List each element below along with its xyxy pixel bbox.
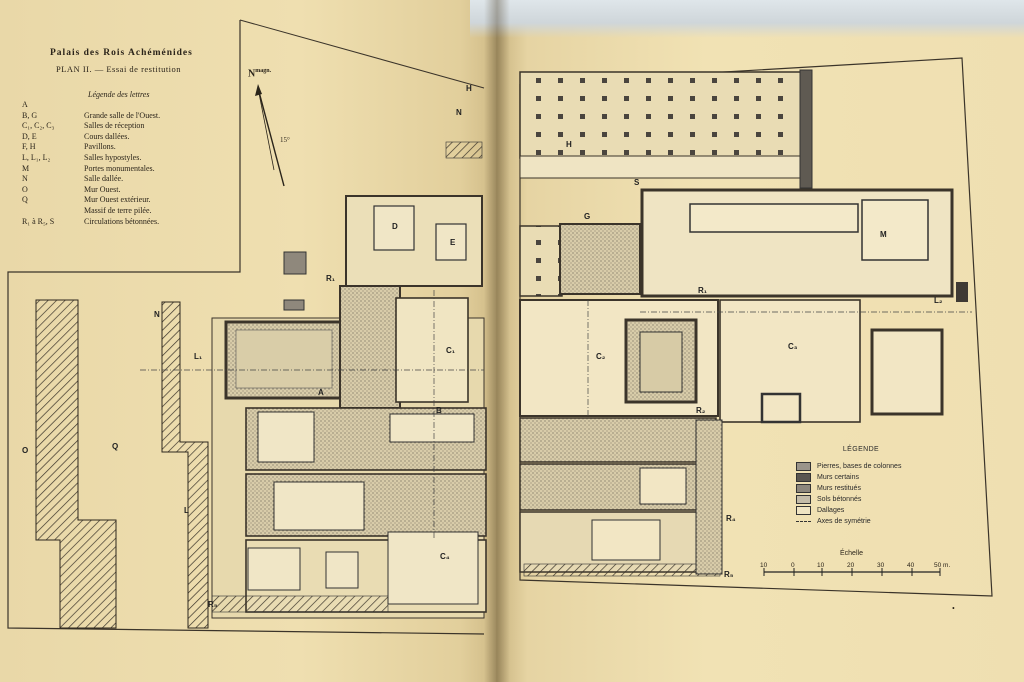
plan-label: R₅ (208, 600, 218, 609)
plan-label: L₂ (934, 296, 943, 305)
plan-label: B (436, 406, 442, 415)
plan-label: Q (112, 442, 119, 451)
plan-label: H (566, 140, 572, 149)
left-plan-frame (7, 20, 485, 635)
left-plan-frame-top (239, 19, 485, 89)
plan-label: C₄ (440, 552, 450, 561)
legend-title: LÉGENDE (842, 446, 880, 453)
plan-label: R₂ (696, 406, 706, 415)
legend-item: Sols bétonnés (796, 494, 956, 505)
plan-label: R₁ (326, 274, 336, 283)
plan-label: E (450, 238, 456, 247)
north-label: Nmagn. (248, 68, 272, 80)
scale-tick: 30 (877, 562, 885, 569)
scale-tick: 10 (817, 562, 825, 569)
book-gutter (484, 0, 510, 682)
legend-item: Pierres, bases de colonnes (796, 461, 956, 472)
plan-label: C₃ (788, 342, 798, 351)
scale-tick: 20 (847, 562, 855, 569)
legend-item: Dallages (796, 505, 956, 516)
plan-label: C₂ (596, 352, 606, 361)
plan-subtitle: PLAN II. — Essai de restitution (56, 64, 182, 74)
legend-item: Murs certains (796, 472, 956, 483)
plan-label: R₁ (698, 286, 708, 295)
plan-label: L₁ (194, 352, 203, 361)
plan-label: L (184, 506, 189, 515)
plan-label: N (456, 108, 462, 117)
plan-label: H (466, 84, 472, 93)
plan-label: O (22, 446, 29, 455)
plan-label: R₅ (724, 570, 734, 579)
pavilion-h (519, 71, 803, 159)
legend-row: A (22, 100, 28, 109)
scale-tick: 50 m. (934, 562, 951, 569)
scale-title: Échelle (840, 550, 863, 557)
scale-tick: 10 (760, 562, 768, 569)
plan-label: A (318, 388, 324, 397)
plan-title: Palais des Rois Achéménides (50, 48, 193, 58)
plan-label: R₄ (726, 514, 736, 523)
west-wall-q (161, 301, 209, 629)
scale-tick: 40 (907, 562, 915, 569)
legend-item: Axes de symétrie (796, 516, 956, 527)
angle-label: 15° (280, 136, 290, 144)
legend-row: Massif de terre pilée. (84, 205, 152, 215)
map-legend: LÉGENDE Pierres, bases de colonnes Murs … (796, 446, 956, 527)
legend-heading: Légende des lettres (88, 90, 150, 99)
plan-label: C₁ (446, 346, 456, 355)
plan-label: N (154, 310, 160, 319)
background-cloth (470, 0, 1024, 38)
legend-item: Murs restitués (796, 483, 956, 494)
plan-label: M (880, 230, 887, 239)
plan-label: G (584, 212, 591, 221)
plan-label: D (392, 222, 398, 231)
north-arrow (257, 87, 285, 187)
page-mark: • (952, 604, 955, 613)
west-wall-o (35, 299, 117, 629)
scale-tick: 0 (791, 562, 795, 569)
plan-label: S (634, 178, 640, 187)
